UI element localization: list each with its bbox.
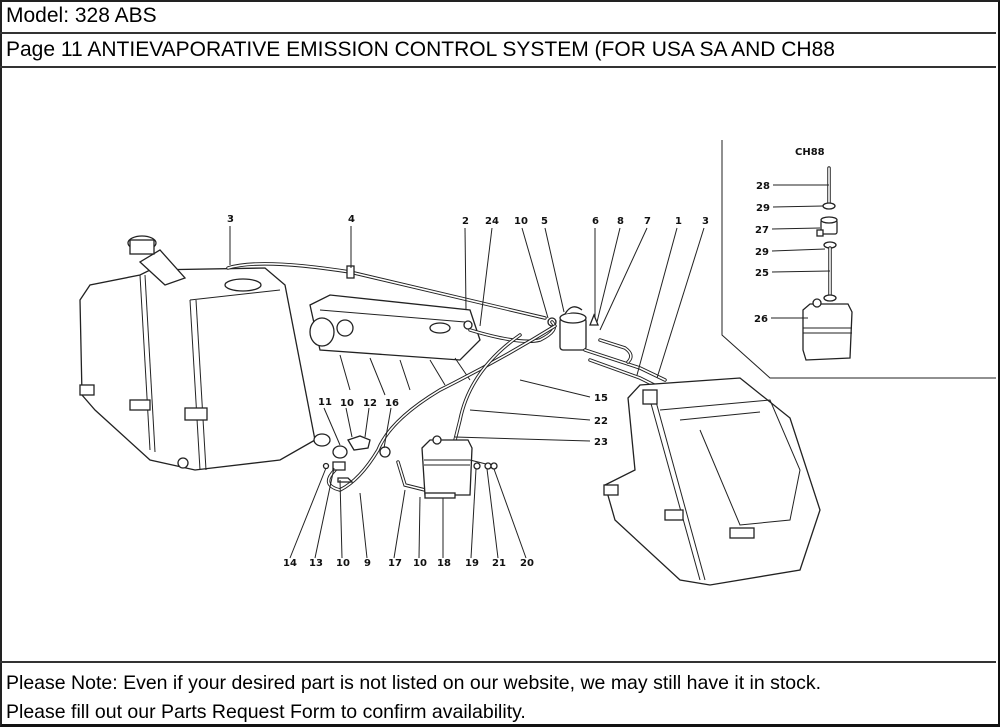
callout-29-upper: 29 (756, 203, 770, 214)
callout-15: 15 (594, 393, 608, 404)
footer-note-line-2: Please fill out our Parts Request Form t… (6, 701, 526, 723)
vapor-canister-5 (547, 306, 599, 351)
callout-18: 18 (437, 558, 451, 569)
callout-2: 2 (462, 216, 469, 227)
hoses-lower (326, 324, 557, 492)
callout-21: 21 (492, 558, 506, 569)
callout-4: 4 (348, 214, 355, 225)
left-fuel-tank (79, 235, 331, 471)
small-valves (322, 435, 391, 483)
callout-labels: CH88 3 4 2 24 10 5 6 8 7 1 3 15 22 23 11… (227, 147, 825, 569)
callout-13: 13 (309, 558, 323, 569)
callout-23: 23 (594, 437, 608, 448)
callout-20: 20 (520, 558, 534, 569)
callout-26: 26 (754, 314, 768, 325)
footer-note-line-1: Please Note: Even if your desired part i… (6, 672, 822, 694)
callout-9: 9 (364, 558, 371, 569)
charcoal-canister-18 (421, 435, 498, 499)
callout-8: 8 (617, 216, 624, 227)
callout-29-lower: 29 (755, 247, 769, 258)
callout-5: 5 (541, 216, 548, 227)
callout-1: 1 (675, 216, 682, 227)
callout-22: 22 (594, 416, 608, 427)
callout-10-bottom-b: 10 (413, 558, 427, 569)
page-title: Page 11 ANTIEVAPORATIVE EMISSION CONTROL… (0, 34, 996, 68)
callout-12: 12 (363, 398, 377, 409)
vent-pipe-top (226, 262, 547, 320)
callout-6: 6 (592, 216, 599, 227)
inset-label-ch88: CH88 (795, 147, 825, 158)
callout-25: 25 (755, 268, 769, 279)
ch88-assembly (802, 166, 853, 361)
callout-17: 17 (388, 558, 402, 569)
footer-note: Please Note: Even if your desired part i… (0, 661, 996, 723)
ch88-inset-border (721, 140, 996, 379)
callout-11: 11 (318, 397, 332, 408)
callout-10-mid: 10 (340, 398, 354, 409)
callout-14: 14 (283, 558, 297, 569)
callout-24: 24 (485, 216, 499, 227)
callout-3-right: 3 (702, 216, 709, 227)
callout-7: 7 (644, 216, 651, 227)
exploded-view-drawing: CH88 3 4 2 24 10 5 6 8 7 1 3 15 22 23 11… (79, 140, 996, 586)
callout-19: 19 (465, 558, 479, 569)
leader-lines (229, 184, 831, 559)
callout-28: 28 (756, 181, 770, 192)
callout-3-left: 3 (227, 214, 234, 225)
parts-diagram: CH88 3 4 2 24 10 5 6 8 7 1 3 15 22 23 11… (0, 68, 996, 661)
engine-intake (309, 294, 481, 396)
model-label: Model: 328 ABS (0, 0, 996, 34)
callout-10-bottom-a: 10 (336, 558, 350, 569)
callout-27: 27 (755, 225, 769, 236)
callout-16: 16 (385, 398, 399, 409)
right-fuel-tank (603, 377, 821, 586)
callout-10-top: 10 (514, 216, 528, 227)
